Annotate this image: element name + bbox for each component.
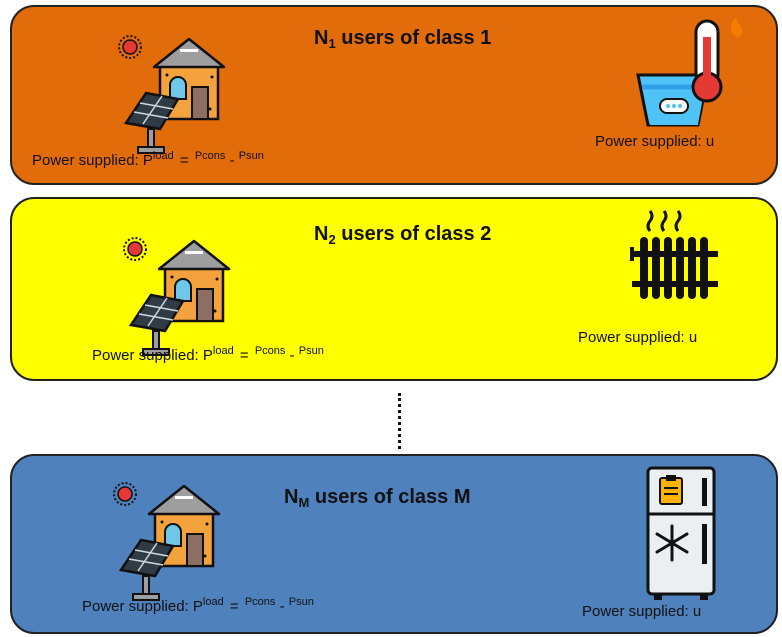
class-1-load-formula: Power supplied: Pload = Pcons - Psun	[32, 150, 264, 169]
solar-house-icon	[112, 481, 221, 602]
class-1-panel: N1 users of class 1 Power supplied: Ploa…	[10, 5, 778, 185]
class-2-load-formula: Power supplied: Pload = Pcons - Psun	[92, 345, 324, 364]
solar-house-icon	[122, 236, 231, 357]
ellipsis-separator	[398, 393, 401, 449]
class-2-panel: N2 users of class 2 Power supplied: Ploa…	[10, 197, 778, 381]
class-m-appliance-power: Power supplied: u	[582, 603, 702, 620]
class-m-panel: NM users of class M Power supplied: Ploa…	[10, 454, 778, 634]
radiator-icon	[630, 210, 718, 299]
class-1-title: N1 users of class 1	[314, 27, 492, 51]
refrigerator-icon	[646, 466, 716, 600]
class-2-appliance-power: Power supplied: u	[578, 329, 698, 346]
class-2-title: N2 users of class 2	[314, 223, 492, 247]
solar-house-icon	[117, 34, 226, 155]
class-m-load-formula: Power supplied: Pload = Pcons - Psun	[82, 596, 314, 615]
class-m-title: NM users of class M	[284, 486, 471, 510]
water-heater-icon	[636, 17, 742, 127]
class-1-appliance-power: Power supplied: u	[595, 133, 715, 150]
